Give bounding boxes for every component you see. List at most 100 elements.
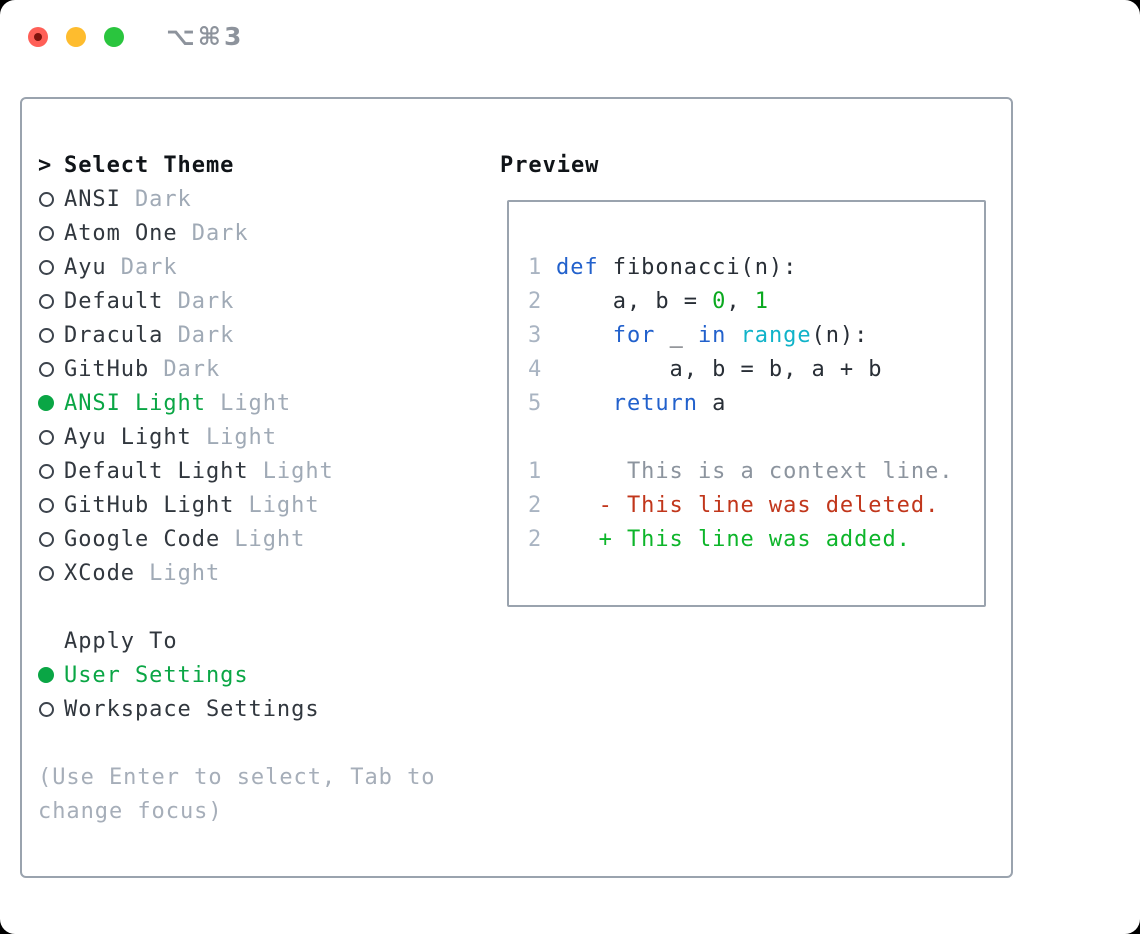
radio-icon — [39, 361, 54, 377]
radio-icon — [38, 463, 64, 479]
radio-icon — [39, 565, 54, 581]
theme-variant-tag: Light — [134, 560, 221, 586]
code-line: 5 return a — [528, 386, 984, 420]
radio-icon — [39, 225, 54, 241]
code-token: def — [556, 254, 599, 280]
theme-option-label: Google Code — [64, 526, 221, 552]
radio-icon — [39, 259, 54, 275]
radio-selected-icon — [38, 395, 54, 411]
theme-variant-tag: Light — [191, 424, 277, 450]
code-token: fibonacci(n): — [598, 254, 798, 280]
code-token: 0 — [712, 288, 727, 314]
line-number: 3 — [528, 322, 543, 348]
apply-to-header-label: Apply To — [64, 628, 178, 654]
preview-title: Preview — [500, 152, 600, 178]
code-token: 1 — [754, 288, 769, 314]
theme-option[interactable]: Ayu Light Light — [38, 420, 435, 454]
theme-variant-tag: Light — [205, 390, 292, 416]
focus-caret-icon: > — [38, 152, 53, 178]
theme-variant-tag: Dark — [163, 288, 235, 314]
line-number: 2 — [528, 288, 543, 314]
code-token: + This line was added. — [556, 526, 911, 552]
code-token: a — [697, 390, 727, 416]
theme-option[interactable]: GitHub Dark — [38, 352, 435, 386]
radio-icon — [39, 191, 54, 207]
theme-option[interactable]: ANSI Light Light — [38, 386, 435, 420]
code-token — [556, 323, 613, 348]
code-line: 2 a, b = 0, 1 — [528, 284, 984, 318]
radio-icon — [38, 293, 64, 309]
theme-option-label: GitHub Light — [64, 492, 235, 518]
theme-option-label: Ayu Light — [64, 424, 192, 450]
zoom-button[interactable] — [104, 27, 124, 47]
radio-icon — [38, 429, 64, 445]
code-line: 1 This is a context line. — [528, 454, 984, 488]
minimize-button[interactable] — [66, 27, 86, 47]
code-token: - This line was deleted. — [556, 492, 940, 518]
code-token: in — [697, 322, 727, 348]
theme-option-label: Default Light — [64, 458, 249, 484]
code-token — [726, 323, 740, 348]
code-token: a, b = — [556, 288, 713, 314]
radio-icon — [39, 429, 54, 445]
code-line — [528, 420, 984, 454]
theme-option[interactable]: Default Dark — [38, 284, 435, 318]
theme-variant-tag: Light — [220, 526, 306, 552]
theme-option-label: Default — [64, 288, 164, 314]
code-token: return — [612, 390, 698, 416]
code-line: 3 for _ in range(n): — [528, 318, 984, 352]
theme-option[interactable]: Default Light Light — [38, 454, 435, 488]
theme-option[interactable]: Dracula Dark — [38, 318, 435, 352]
theme-variant-tag: Dark — [163, 322, 235, 348]
code-line: 4 a, b = b, a + b — [528, 352, 984, 386]
radio-selected-icon — [38, 667, 54, 683]
code-token: for — [612, 322, 656, 348]
line-number: 1 — [528, 458, 543, 484]
help-text: change focus) — [38, 798, 223, 824]
theme-variant-tag: Dark — [149, 356, 221, 382]
theme-option-label: GitHub — [64, 356, 150, 382]
line-number: 2 — [528, 492, 543, 518]
theme-option-label: XCode — [64, 560, 135, 586]
theme-list-header: > Select Theme — [38, 148, 435, 182]
theme-option[interactable]: XCode Light — [38, 556, 435, 590]
theme-variant-tag: Dark — [120, 186, 192, 212]
theme-option-label: Atom One — [64, 220, 178, 246]
theme-list-header-label: Select Theme — [64, 152, 235, 178]
theme-option[interactable]: Ayu Dark — [38, 250, 435, 284]
apply-to-option[interactable]: User Settings — [38, 658, 435, 692]
radio-icon — [38, 259, 64, 275]
theme-variant-tag: Dark — [177, 220, 249, 246]
radio-icon — [39, 463, 54, 479]
theme-option[interactable]: GitHub Light Light — [38, 488, 435, 522]
theme-option[interactable]: Atom One Dark — [38, 216, 435, 250]
code-line: 2 - This line was deleted. — [528, 488, 984, 522]
apply-to-option-label: Workspace Settings — [64, 696, 320, 722]
close-button[interactable] — [28, 27, 48, 47]
line-number: 5 — [528, 390, 543, 416]
code-token: , — [726, 288, 755, 314]
line-number: 1 — [528, 254, 543, 280]
code-token: _ — [655, 322, 698, 348]
radio-icon — [38, 327, 64, 343]
radio-icon — [39, 497, 54, 513]
radio-icon — [38, 361, 64, 377]
theme-option-label: ANSI — [64, 186, 121, 212]
theme-variant-tag: Light — [248, 458, 334, 484]
code-token — [556, 391, 613, 416]
code-token: This is a context line. — [556, 458, 954, 484]
keyboard-shortcut-label: ⌥⌘3 — [166, 22, 245, 51]
line-number: 2 — [528, 526, 543, 552]
theme-option-label: Dracula — [64, 322, 164, 348]
radio-icon — [39, 327, 54, 343]
code-token: (n): — [811, 322, 869, 348]
radio-icon — [39, 531, 54, 547]
theme-option[interactable]: ANSI Dark — [38, 182, 435, 216]
apply-to-option[interactable]: Workspace Settings — [38, 692, 435, 726]
apply-to-option-label: User Settings — [64, 662, 249, 688]
theme-option[interactable]: Google Code Light — [38, 522, 435, 556]
code-token: a, b = b, a + b — [556, 356, 883, 382]
